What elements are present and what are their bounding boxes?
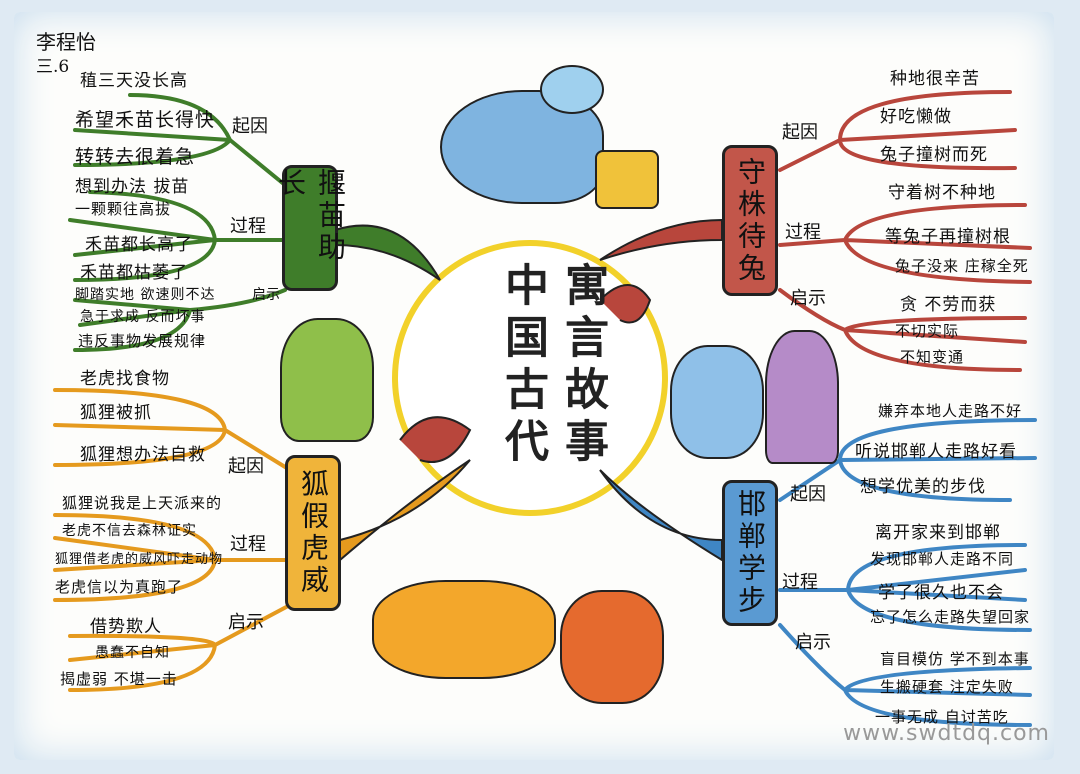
story-title-hujia: 狐假虎威 (285, 455, 341, 611)
green-cause-label: 起因 (232, 116, 268, 137)
orange-cause-label: 起因 (228, 456, 264, 477)
leaf-text: 老虎找食物 (80, 369, 170, 389)
thought-bubble-illustration (540, 65, 604, 114)
leaf-text: 禾苗都枯萎了 (80, 263, 188, 283)
leaf-text: 等兔子再撞树根 (885, 227, 1011, 247)
leaf-text: 兔子没来 庄稼全死 (895, 257, 1029, 275)
cloud-decoration (399, 416, 472, 463)
leaf-text: 想学优美的步伐 (860, 477, 986, 497)
leaf-text: 好吃懒做 (880, 107, 952, 127)
center-title-left: 中国古代 (497, 262, 548, 470)
leaf-text: 离开家来到邯郸 (875, 523, 1001, 543)
orange-subbranches (53, 388, 292, 692)
tree-stump-illustration (595, 150, 659, 209)
leaf-text: 愚蠢不自知 (95, 645, 170, 661)
leaf-text: 违反事物发展规律 (78, 332, 207, 350)
branch-orange (339, 459, 471, 563)
green-subbranches (68, 93, 287, 352)
blue-process-label: 过程 (782, 572, 818, 593)
leaf-text: 嫌弃本地人走路不好 (878, 402, 1023, 420)
fox-illustration (560, 590, 664, 704)
cloud-decoration (599, 284, 652, 324)
leaf-text: 种地很辛苦 (890, 69, 980, 89)
leaf-text: 稙三天没长高 (80, 71, 188, 91)
boy-pulling-seedling-illustration (280, 318, 374, 442)
leaf-text: 急于求成 反而坏事 (80, 309, 206, 325)
leaf-text: 不切实际 (895, 322, 960, 340)
orange-lesson-label: 启示 (228, 612, 264, 633)
author-class: 三.6 (36, 57, 70, 77)
leaf-text: 狐狸说我是上天派来的 (62, 494, 223, 512)
leaf-text: 一颗颗往高拔 (75, 200, 172, 218)
leaf-text: 老虎不信去森林证实 (62, 523, 197, 539)
leaf-text: 禾苗都长高了 (85, 235, 193, 255)
leaf-text: 想到办法 拔苗 (75, 177, 190, 197)
branch-red (599, 218, 723, 261)
green-lesson-label: 启示 (252, 287, 280, 303)
leaf-text: 忘了怎么走路失望回家 (870, 608, 1031, 626)
leaf-text: 脚踏实地 欲速则不达 (75, 287, 216, 303)
leaf-text: 贪 不劳而获 (900, 295, 997, 315)
red-cause-label: 起因 (782, 122, 818, 143)
leaf-text: 学了很久也不会 (878, 583, 1004, 603)
blue-subbranches (778, 418, 1037, 727)
story-title-handan: 邯郸学步 (722, 480, 778, 626)
leaf-text: 发现邯郸人走路不同 (870, 550, 1015, 568)
leaf-text: 老虎信以为真跑了 (55, 578, 184, 596)
person-in-robe-illustration (765, 330, 839, 464)
leaf-text: 听说邯郸人走路好看 (855, 442, 1017, 462)
leaf-text: 一事无成 自讨苦吃 (875, 708, 1009, 726)
blue-lesson-label: 启示 (795, 632, 831, 653)
center-circle (392, 240, 668, 516)
leaf-text: 狐狸被抓 (80, 403, 152, 423)
orange-process-label: 过程 (230, 534, 266, 555)
story-title-yamiao: 揠苗助长 (274, 165, 347, 291)
walking-boy-illustration (670, 345, 764, 459)
leaf-text: 揭虚弱 不堪一击 (60, 670, 178, 688)
branch-green (334, 224, 441, 281)
leaf-text: 盲目模仿 学不到本事 (880, 650, 1030, 668)
branch-blue (599, 469, 723, 562)
leaf-text: 借势欺人 (90, 617, 162, 637)
red-process-label: 过程 (785, 222, 821, 243)
green-process-label: 过程 (230, 216, 266, 237)
red-lesson-label: 启示 (790, 288, 826, 309)
leaf-text: 狐狸想办法自救 (80, 445, 206, 465)
blue-cause-label: 起因 (790, 484, 826, 505)
center-title-right: 寓言故事 (557, 262, 608, 470)
story-title-shouzhu: 守株待兔 (722, 145, 778, 296)
author-name: 李程怡 (36, 30, 96, 54)
watermark: www.swdtdq.com (843, 721, 1050, 746)
leaf-text: 狐狸借老虎的威风吓走动物 (55, 552, 224, 567)
red-subbranches (778, 90, 1032, 372)
leaf-text: 守着树不种地 (888, 183, 996, 203)
leaf-text: 生搬硬套 注定失败 (880, 678, 1014, 696)
leaf-text: 不知变通 (900, 348, 965, 366)
leaf-text: 希望禾苗长得快 (75, 109, 216, 131)
leaf-text: 兔子撞树而死 (880, 145, 988, 165)
tiger-illustration (372, 580, 556, 679)
leaf-text: 转转去很着急 (75, 146, 196, 168)
